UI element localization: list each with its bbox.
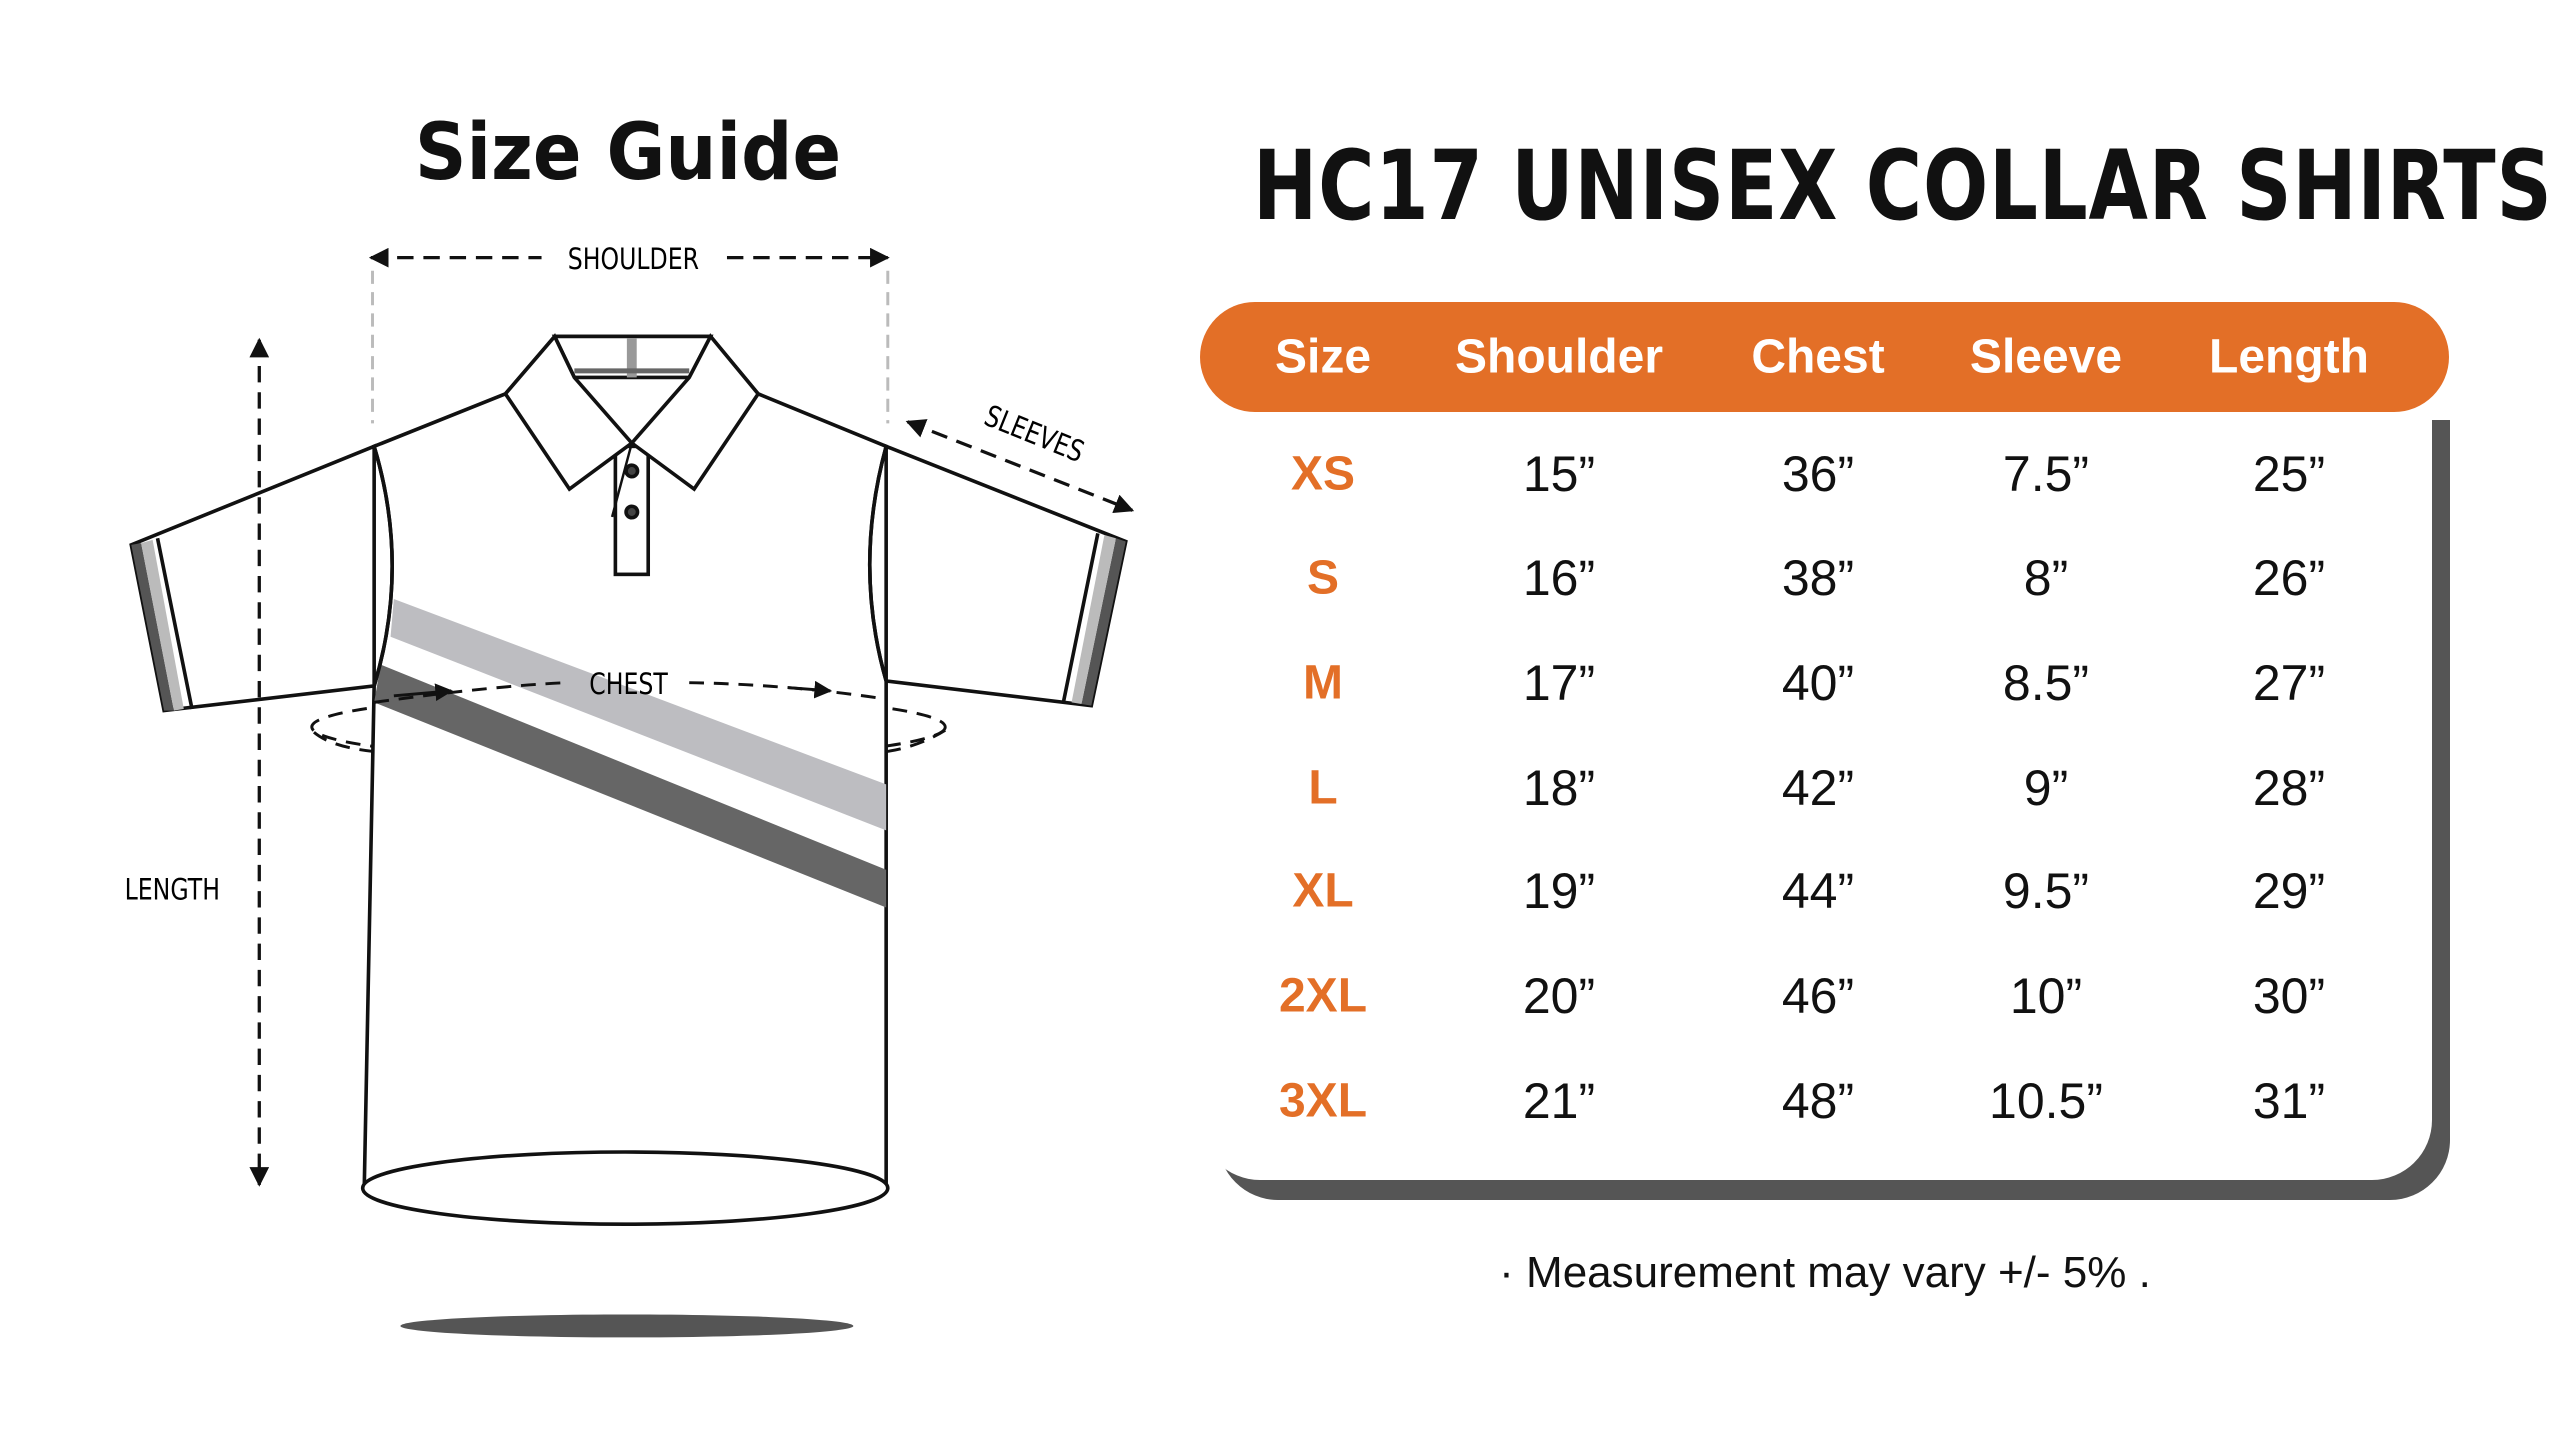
cell-sleeve: 9” (2023, 760, 2069, 816)
cell-sleeve: 9.5” (2002, 863, 2090, 919)
size-label: 3XL (1278, 1074, 1368, 1128)
cell-chest: 38” (1781, 550, 1855, 606)
cell-length: 31” (2252, 1073, 2326, 1129)
cell-shoulder: 16” (1522, 550, 1596, 606)
cell-chest: 46” (1781, 968, 1855, 1024)
cell-length: 27” (2252, 655, 2326, 711)
cell-shoulder: 20” (1522, 968, 1596, 1024)
cell-chest: 36” (1781, 446, 1855, 502)
right-sleeve (884, 443, 1128, 708)
length-label: LENGTH (125, 873, 220, 907)
cell-sleeve: 7.5” (2002, 446, 2090, 502)
header-shoulder: Shoulder (1454, 330, 1663, 384)
size-guide-title: Size Guide (414, 108, 842, 198)
shirt-body (360, 333, 890, 1227)
measurement-note: · Measurement may vary +/- 5% . (1499, 1248, 2151, 1297)
cell-sleeve: 10.5” (1989, 1073, 2103, 1129)
cell-chest: 48” (1781, 1073, 1855, 1129)
chest-label: CHEST (589, 668, 668, 702)
header-size: Size (1274, 330, 1372, 384)
cell-sleeve: 8.5” (2002, 655, 2090, 711)
cell-length: 25” (2252, 446, 2326, 502)
cell-sleeve: 8” (2023, 550, 2069, 606)
cell-chest: 40” (1781, 655, 1855, 711)
size-label: S (1306, 551, 1339, 605)
sleeves-label: SLEEVES (979, 399, 1088, 470)
cell-shoulder: 15” (1522, 446, 1596, 502)
cell-shoulder: 17” (1522, 655, 1596, 711)
table-header (1200, 302, 2449, 412)
size-label: 2XL (1278, 969, 1368, 1023)
header-length: Length (2209, 330, 2369, 384)
shoulder-label: SHOULDER (568, 243, 699, 277)
shirt-shadow (400, 1314, 854, 1338)
cell-sleeve: 10” (2009, 968, 2083, 1024)
cell-chest: 44” (1781, 863, 1855, 919)
size-label: XS (1290, 447, 1356, 501)
size-label: L (1308, 761, 1338, 815)
size-label: XL (1292, 864, 1354, 918)
header-sleeve: Sleeve (1969, 330, 2123, 384)
cell-shoulder: 19” (1522, 863, 1596, 919)
size-label: M (1303, 656, 1343, 710)
cell-length: 26” (2252, 550, 2326, 606)
product-title: HC17 UNISEX COLLAR SHIRTS (1253, 130, 2553, 242)
size-table (1200, 380, 2432, 1180)
cell-length: 29” (2252, 863, 2326, 919)
cell-chest: 42” (1781, 760, 1855, 816)
header-chest: Chest (1751, 330, 1885, 384)
cell-length: 30” (2252, 968, 2326, 1024)
cell-shoulder: 21” (1522, 1073, 1596, 1129)
left-sleeve (129, 443, 376, 713)
cell-shoulder: 18” (1522, 760, 1596, 816)
cell-length: 28” (2252, 760, 2326, 816)
sleeves-arrow (905, 419, 1135, 514)
